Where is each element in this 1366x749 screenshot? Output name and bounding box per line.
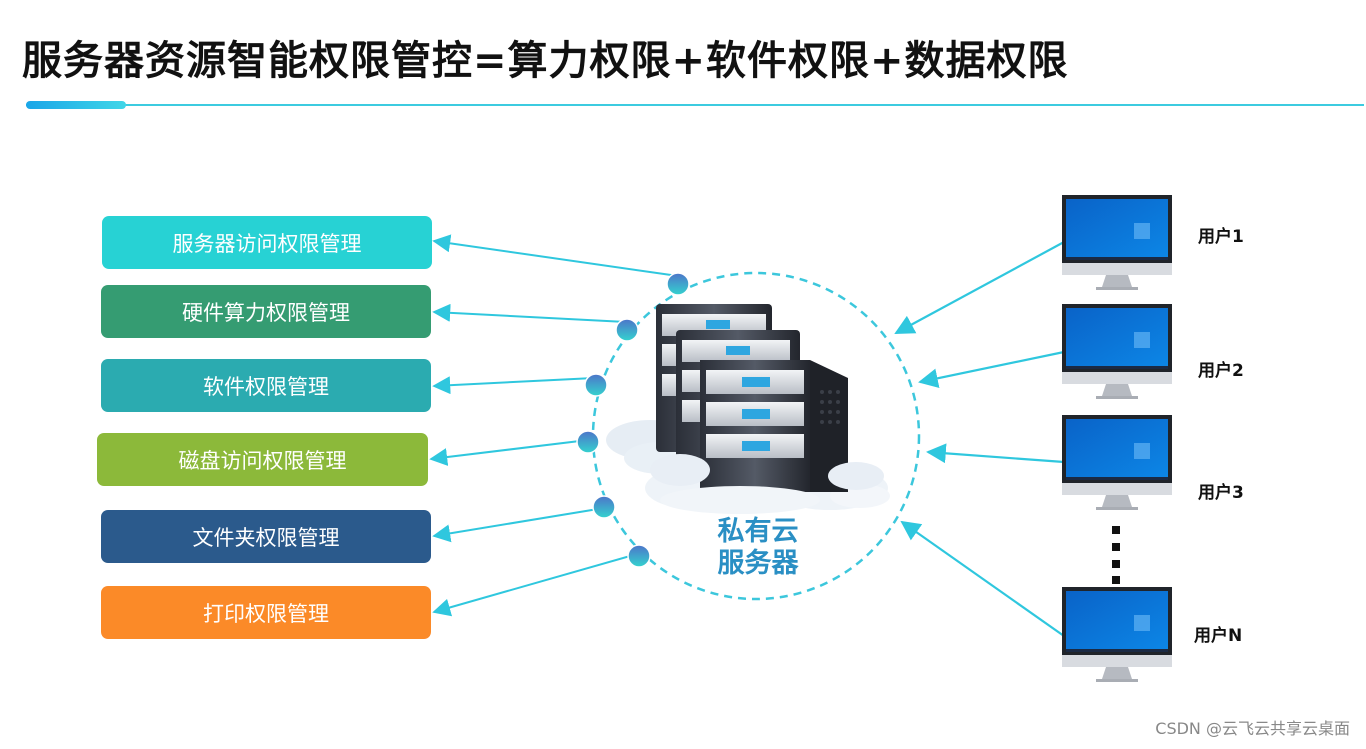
perm-label: 文件夹权限管理 <box>192 525 340 550</box>
connection-dots <box>576 272 690 568</box>
underline-accent <box>26 101 126 109</box>
arrow-user-1 <box>894 241 1065 334</box>
dot <box>615 318 639 342</box>
underline-line <box>26 104 1364 106</box>
dot <box>592 495 616 519</box>
arrow-disk <box>429 439 589 466</box>
arrow-user-2 <box>918 350 1065 389</box>
user-label-2: 用户2 <box>1198 361 1244 381</box>
server-label-line1: 私有云 <box>717 516 799 547</box>
arrow-software <box>432 376 595 395</box>
arrow-print <box>432 553 638 617</box>
watermark: CSDN @云飞云共享云桌面 <box>1155 719 1350 738</box>
monitor-icon-user-n <box>1062 587 1172 682</box>
perm-box-disk: 磁盘访问权限管理 <box>97 433 428 486</box>
arrow-folder <box>432 507 605 543</box>
server-rack-icon <box>656 304 848 492</box>
perm-box-hardware: 硬件算力权限管理 <box>101 285 431 338</box>
dot <box>627 544 651 568</box>
perm-label: 硬件算力权限管理 <box>182 300 350 325</box>
user-label-3: 用户3 <box>1198 483 1244 503</box>
arrow-user-n <box>900 520 1065 637</box>
monitor-icon-user-2 <box>1062 304 1172 399</box>
perm-label: 磁盘访问权限管理 <box>178 448 347 473</box>
arrow-user-3 <box>926 443 1065 464</box>
monitor-icon-user-1 <box>1062 195 1172 290</box>
monitor-icon-user-3 <box>1062 415 1172 510</box>
perm-box-folder: 文件夹权限管理 <box>101 510 431 563</box>
perm-box-server-access: 服务器访问权限管理 <box>102 216 432 269</box>
dot <box>576 430 600 454</box>
user-label-n: 用户N <box>1194 626 1243 646</box>
perm-box-software: 软件权限管理 <box>101 359 431 412</box>
title-underline <box>26 101 1364 109</box>
perm-label: 打印权限管理 <box>203 601 329 626</box>
ellipsis-icon <box>1112 526 1120 584</box>
perm-label: 软件权限管理 <box>203 374 329 399</box>
perm-label: 服务器访问权限管理 <box>172 231 362 256</box>
perm-box-print: 打印权限管理 <box>101 586 431 639</box>
user-arrows <box>894 241 1065 637</box>
user-label-1: 用户1 <box>1198 227 1244 247</box>
server-label: 私有云 服务器 <box>690 516 826 580</box>
arrow-hardware <box>432 303 627 323</box>
page-title: 服务器资源智能权限管控=算力权限+软件权限+数据权限 <box>22 38 1069 84</box>
permission-arrows <box>429 234 679 617</box>
server-label-line2: 服务器 <box>717 548 799 579</box>
arrow-server-access <box>432 234 679 277</box>
dot <box>584 373 608 397</box>
dot <box>666 272 690 296</box>
cloud-front <box>650 454 884 514</box>
